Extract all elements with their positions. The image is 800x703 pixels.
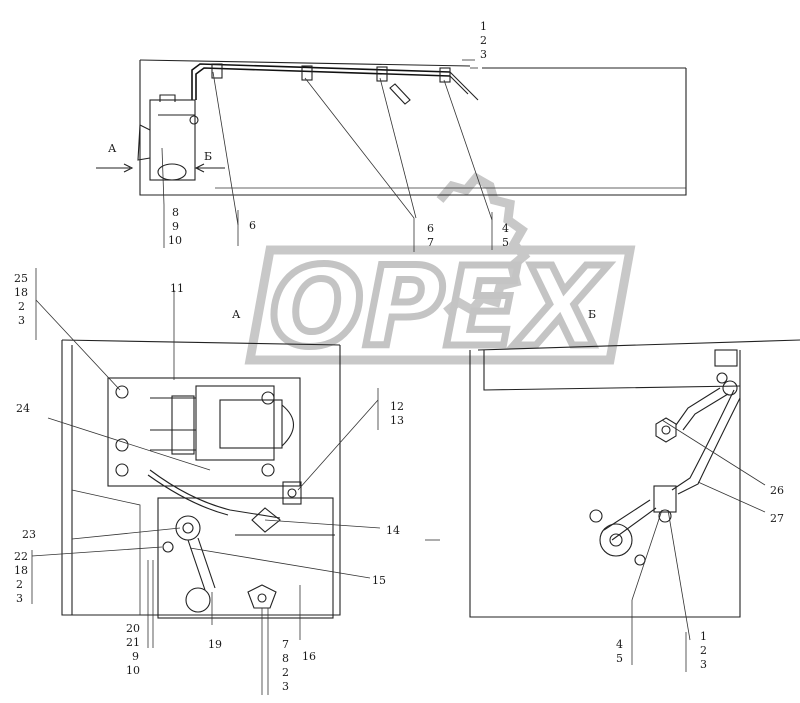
callout-2a: 2 bbox=[18, 300, 25, 313]
callout-5a: 5 bbox=[502, 236, 509, 249]
callout-8b: 8 bbox=[282, 652, 289, 665]
callout-3: 3 bbox=[480, 48, 487, 61]
view-b: Б bbox=[469, 308, 800, 672]
view-b-label: Б bbox=[588, 308, 596, 321]
callout-6a: 6 bbox=[249, 219, 256, 232]
callout-6b: 6 bbox=[427, 222, 434, 235]
top-view: А Б bbox=[96, 59, 687, 252]
callout-3a: 3 bbox=[18, 314, 25, 327]
callout-3c: 3 bbox=[282, 680, 289, 693]
callout-1: 1 bbox=[480, 20, 487, 33]
view-a-label: А bbox=[232, 308, 241, 321]
view-a: А bbox=[31, 268, 440, 695]
callout-3d: 3 bbox=[700, 658, 707, 671]
callout-5b: 5 bbox=[616, 652, 623, 665]
callout-4a: 4 bbox=[502, 222, 509, 235]
watermark-text: OPEX bbox=[270, 243, 609, 371]
view-b-arrow-label: Б bbox=[204, 150, 212, 163]
view-a-arrow-label: А bbox=[108, 142, 117, 155]
callout-20: 20 bbox=[126, 622, 140, 635]
callout-13: 13 bbox=[390, 414, 404, 427]
callout-2b: 2 bbox=[16, 578, 23, 591]
callout-10: 10 bbox=[168, 234, 182, 247]
callout-8: 8 bbox=[172, 206, 179, 219]
callout-7a: 7 bbox=[427, 236, 434, 249]
callout-12: 12 bbox=[390, 400, 404, 413]
callout-11: 11 bbox=[170, 282, 184, 295]
callout-18b: 18 bbox=[14, 564, 28, 577]
callout-3b: 3 bbox=[16, 592, 23, 605]
opex-watermark: OPEX bbox=[244, 172, 636, 375]
callout-2c: 2 bbox=[282, 666, 289, 679]
callout-2: 2 bbox=[480, 34, 487, 47]
callout-27: 27 bbox=[770, 512, 784, 525]
callout-23: 23 bbox=[22, 528, 36, 541]
callout-19: 19 bbox=[208, 638, 222, 651]
callout-9: 9 bbox=[172, 220, 179, 233]
callout-16: 16 bbox=[302, 650, 316, 663]
callout-4b: 4 bbox=[616, 638, 623, 651]
callout-2d: 2 bbox=[700, 644, 707, 657]
callout-15: 15 bbox=[372, 574, 386, 587]
callout-14: 14 bbox=[386, 524, 400, 537]
callout-18a: 18 bbox=[14, 286, 28, 299]
callout-7b: 7 bbox=[282, 638, 289, 651]
callout-9b: 9 bbox=[132, 650, 139, 663]
callout-25: 25 bbox=[14, 272, 28, 285]
callout-26: 26 bbox=[770, 484, 784, 497]
callout-10b: 10 bbox=[126, 664, 140, 677]
callout-22: 22 bbox=[14, 550, 28, 563]
callout-1b: 1 bbox=[700, 630, 707, 643]
callout-21: 21 bbox=[126, 636, 140, 649]
callout-24: 24 bbox=[16, 402, 30, 415]
